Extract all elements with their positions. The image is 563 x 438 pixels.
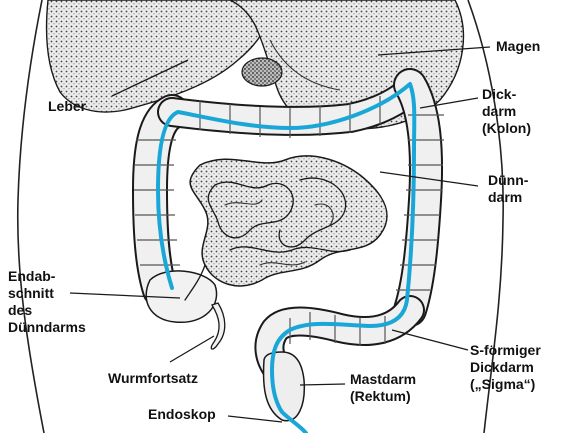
body-outline-left: [18, 0, 44, 433]
appendix: [211, 303, 225, 349]
leader-endoskop: [228, 416, 282, 422]
leader-mastdarm: [300, 384, 345, 385]
leader-wurmfortsatz: [170, 336, 214, 362]
small-intestine: [185, 156, 387, 300]
label-duenndarm: Dünn- darm: [488, 172, 528, 206]
label-magen: Magen: [496, 38, 540, 55]
label-endabschnitt: Endab- schnitt des Dünndarms: [8, 268, 86, 336]
rectum: [264, 352, 305, 421]
label-dickdarm: Dick- darm (Kolon): [482, 86, 531, 137]
label-leber: Leber: [48, 98, 86, 115]
label-wurmfortsatz: Wurmfortsatz: [108, 370, 198, 387]
gallbladder: [242, 58, 282, 86]
liver: [47, 0, 271, 112]
leader-sigma: [392, 330, 468, 350]
label-endoskop: Endoskop: [148, 406, 216, 423]
label-sigma: S-förmiger Dickdarm („Sigma“): [470, 342, 541, 393]
label-mastdarm: Mastdarm (Rektum): [350, 371, 416, 405]
